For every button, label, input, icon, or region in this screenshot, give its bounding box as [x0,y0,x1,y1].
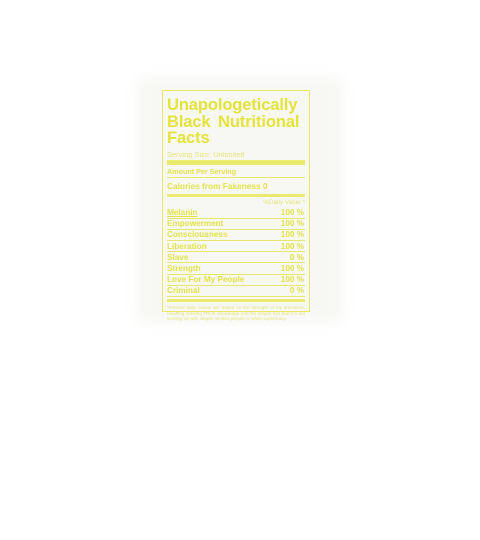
nutrient-value: 0 % [289,252,304,262]
nutrient-row: Slave 0 % [167,252,305,264]
divider-medium [167,299,305,302]
divider-thick [167,159,305,165]
label-background [138,78,342,322]
nutrient-value: 0 % [289,286,304,296]
nutrient-name: Liberation [167,241,207,251]
nutrient-row: Love For My People 100 % [167,275,305,286]
title-line-3: Facts [167,129,210,147]
nutrient-row: Empowerment 100 % [167,219,305,230]
calories: Calories from Fakeness 0 [167,180,268,191]
nutrient-row: Consciousness 100 % [167,230,305,242]
nutrient-value: 100 % [280,264,304,274]
divider-thin [167,176,305,178]
label-title: Unapologetically Black Nutritional Facts [167,97,305,147]
amount-per-serving: Amount Per Serving [167,166,237,176]
title-line-1: Unapologetically [167,96,298,114]
footnote: *Percent daily values are based on the s… [167,305,305,322]
nutrient-value: 100 % [280,230,304,240]
nutrient-name: Melanin [167,208,198,218]
serving-size: Serving Size: Unlimited [167,149,245,159]
nutrient-value: 100 % [280,208,304,218]
nutrient-row: Melanin 100 % [167,208,305,219]
nutrient-name: Love For My People [167,275,245,285]
nutrient-name: Consciousness [167,230,228,240]
nutrient-name: Criminal [167,286,200,296]
nutrient-value: 100 % [280,275,304,285]
nutrient-value: 100 % [280,219,304,229]
title-line-2: Black Nutritional [167,112,300,131]
nutrient-name: Slave [167,252,189,262]
nutrient-name: Strength [167,264,201,274]
divider-medium [167,193,305,197]
nutrient-value: 100 % [280,241,304,251]
nutrient-row: Liberation 100 % [167,241,305,253]
nutrient-row: Strength 100 % [167,263,305,275]
nutrient-row: Criminal 0 % [167,286,305,297]
daily-value-header: %Daily Value * [263,198,305,206]
nutrient-name: Empowerment [167,219,224,229]
nutrition-label: Unapologetically Black Nutritional Facts… [162,90,310,321]
